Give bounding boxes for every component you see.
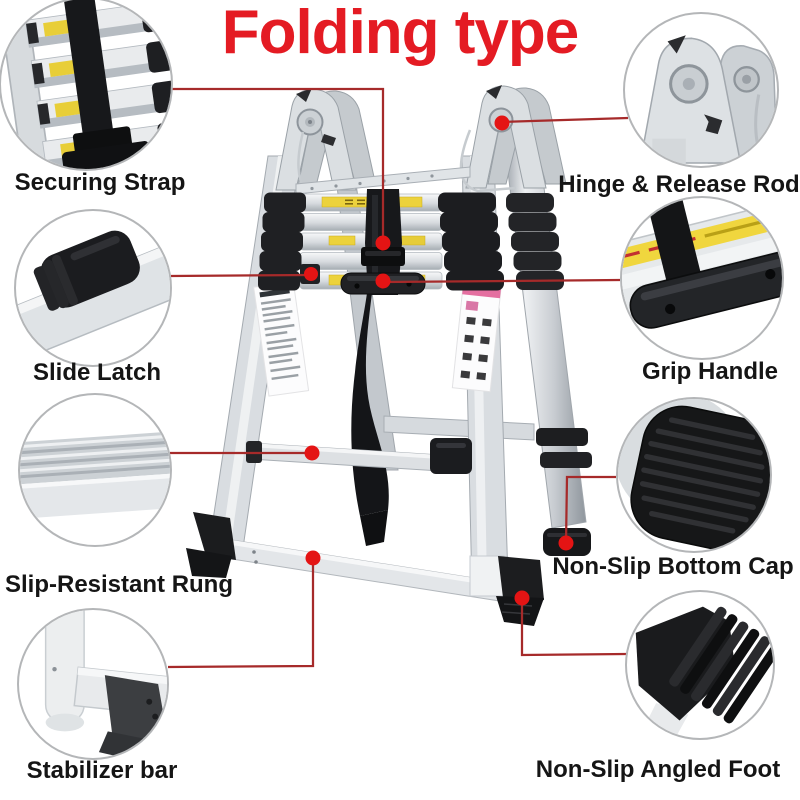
label-grip-handle: Grip Handle xyxy=(641,358,779,385)
label-stabilizer-bar: Stabilizer bar xyxy=(26,757,178,784)
stabilizer-bar-closeup xyxy=(17,608,169,760)
slip-resistant-rung-closeup xyxy=(18,393,172,547)
callout-line-hinge-release-rod xyxy=(501,116,629,124)
callout-line-non-slip-bottom-cap xyxy=(564,475,616,544)
callout-line-slide-latch xyxy=(170,273,312,278)
non-slip-bottom-cap-closeup xyxy=(616,397,772,553)
ladder-angled-foot xyxy=(496,556,544,626)
ladder-stabilizer-bar xyxy=(205,535,507,603)
ladder-left-foot xyxy=(186,512,236,578)
label-non-slip-angled-foot: Non-Slip Angled Foot xyxy=(535,756,781,783)
ladder-illustration xyxy=(186,85,592,626)
label-slip-resistant-rung: Slip-Resistant Rung xyxy=(4,571,234,598)
callout-dot-securing-strap xyxy=(375,235,391,251)
callout-dot-stabilizer-bar xyxy=(305,550,321,566)
callout-line-stabilizer-bar xyxy=(167,558,315,669)
callout-dot-slide-latch xyxy=(304,267,318,281)
callout-dot-grip-handle xyxy=(375,273,391,289)
callout-line-securing-strap xyxy=(172,87,385,243)
grip-handle-closeup xyxy=(620,196,784,360)
label-non-slip-bottom-cap: Non-Slip Bottom Cap xyxy=(552,553,794,580)
callout-line-grip-handle xyxy=(383,278,621,284)
ladder-hinge-left xyxy=(275,88,377,195)
label-securing-strap: Securing Strap xyxy=(14,169,186,196)
slide-latch-closeup xyxy=(14,209,172,367)
page-title: Folding type xyxy=(221,0,580,67)
callout-line-non-slip-angled-foot xyxy=(520,598,627,657)
label-slide-latch: Slide Latch xyxy=(32,359,162,386)
non-slip-angled-foot-closeup xyxy=(625,590,775,740)
callout-dot-non-slip-bottom-cap xyxy=(558,535,574,551)
ladder-right-leg-sticker xyxy=(451,279,502,393)
ladder-left-leg-sticker xyxy=(253,281,310,397)
ladder-middle-rung xyxy=(246,438,472,474)
securing-strap-closeup xyxy=(0,0,173,171)
callout-dot-non-slip-angled-foot xyxy=(514,590,530,606)
callout-dot-slip-resistant-rung xyxy=(304,445,320,461)
ladder-rear-crossbar xyxy=(383,415,535,441)
hinge-release-rod-closeup xyxy=(623,12,779,168)
label-hinge-release-rod: Hinge & Release Rod xyxy=(558,171,800,198)
callout-dot-hinge-release-rod xyxy=(494,115,510,131)
